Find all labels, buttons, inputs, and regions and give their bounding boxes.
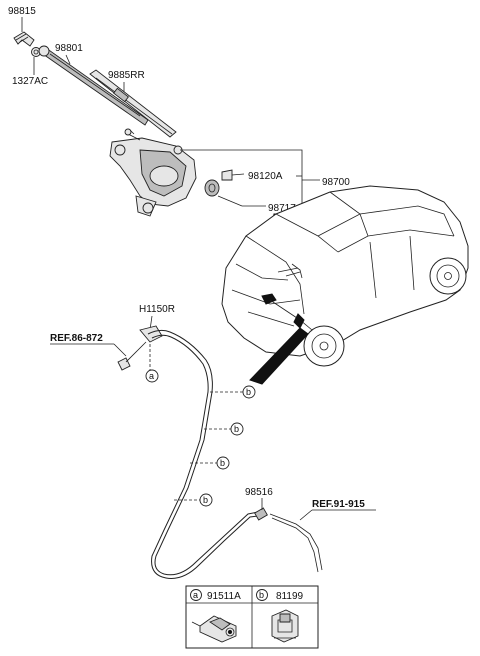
clip-81199-icon: [271, 609, 299, 643]
callout-b-letter-2: b: [234, 424, 239, 434]
wiper-arm-icon: [38, 45, 149, 126]
callout-b-letter-4: b: [203, 495, 208, 505]
clip-91511A-icon: [191, 615, 237, 643]
label-98717: 98717: [268, 203, 296, 214]
bolt-icon: [221, 169, 245, 181]
wiper-cap-icon: [13, 31, 35, 47]
legend-b-letter: b: [259, 590, 264, 600]
label-1327AC: 1327AC: [12, 76, 48, 87]
legend-a-part: 91511A: [207, 591, 241, 602]
connector-icon: [254, 507, 323, 573]
label-98516: 98516: [245, 487, 273, 498]
legend-b-marker: [256, 589, 268, 601]
callout-b-marker: [216, 456, 230, 470]
label-98700: 98700: [322, 177, 350, 188]
callout-a-marker: [145, 369, 159, 383]
label-98815: 98815: [8, 6, 36, 17]
nozzle-icon: [117, 325, 163, 371]
wiper-blade-icon: [89, 69, 177, 138]
callout-b-letter-1: b: [246, 387, 251, 397]
grommet-icon: [204, 179, 220, 197]
callout-b-marker: [242, 385, 256, 399]
wiper-motor-icon: [109, 128, 197, 217]
callout-b-marker: [199, 493, 213, 507]
legend-b-part: 81199: [276, 591, 304, 602]
legend-table: a 91511A b 81199: [185, 585, 319, 649]
washer-hose: [147, 329, 259, 576]
callout-a-letter: a: [149, 371, 154, 381]
label-9885RR: 9885RR: [108, 70, 145, 81]
callout-b-marker: [230, 422, 244, 436]
label-98801: 98801: [55, 43, 83, 54]
label-H1150R: H1150R: [139, 304, 175, 315]
ref-86-872: REF.86-872: [50, 333, 103, 344]
legend-a-marker: [190, 589, 202, 601]
vehicle-icon: [221, 185, 469, 367]
callout-b-letter-3: b: [220, 458, 225, 468]
label-98120A: 98120A: [248, 171, 283, 182]
ref-91-915: REF.91-915: [312, 499, 365, 510]
legend-a-letter: a: [193, 590, 198, 600]
